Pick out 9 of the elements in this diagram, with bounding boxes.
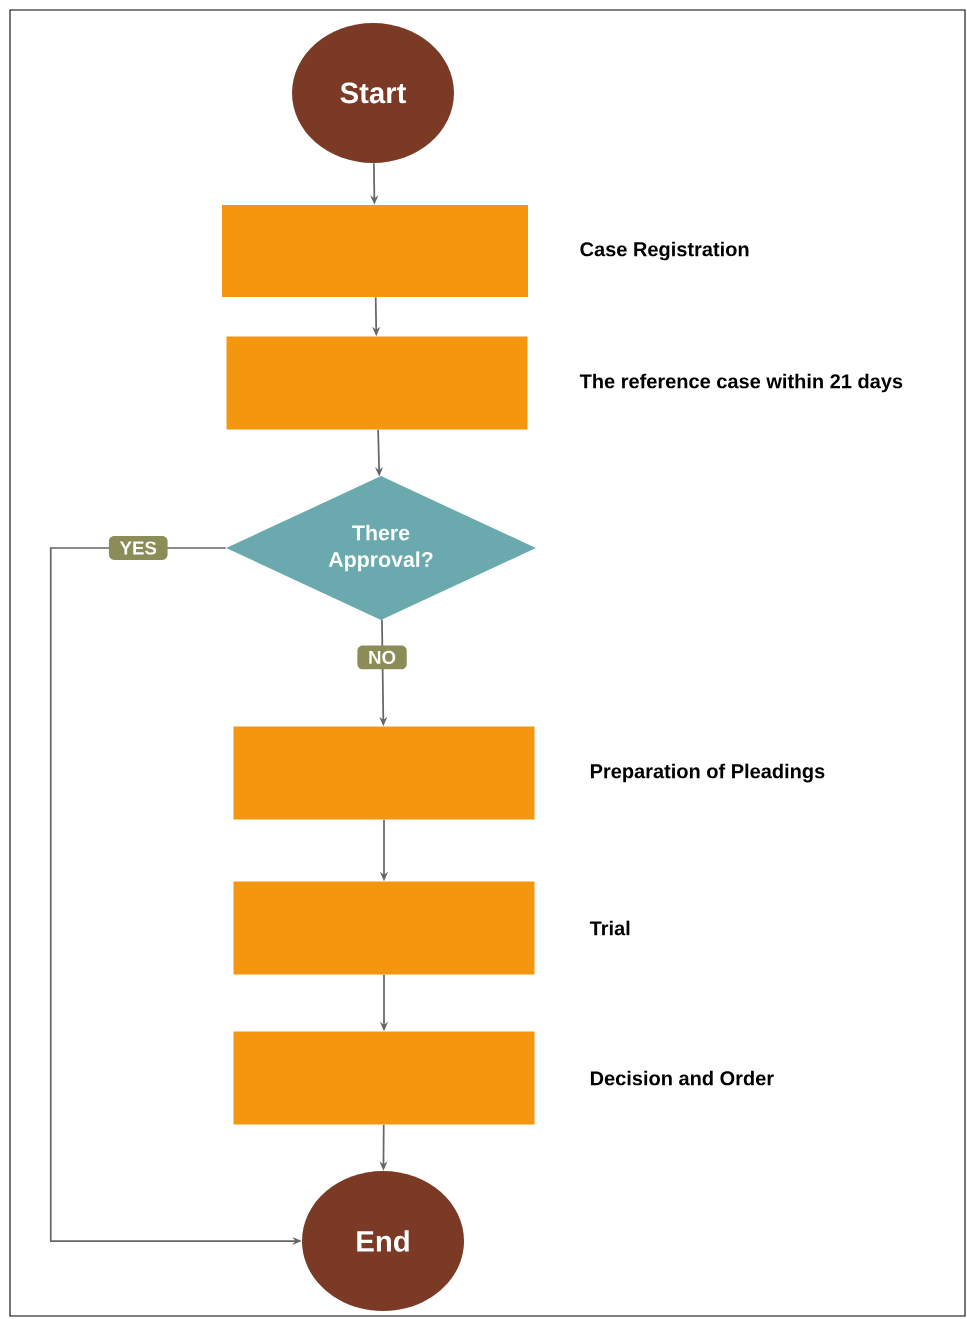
edge-label: NO bbox=[357, 645, 407, 670]
terminal-oval: End bbox=[302, 1171, 464, 1311]
step-label: Preparation of Pleadings bbox=[590, 763, 825, 783]
step-label: Decision and Order bbox=[590, 1070, 774, 1086]
step-label: The reference case within 21 days bbox=[579, 373, 903, 393]
edge-label: YES bbox=[108, 536, 168, 560]
step-label: Trial bbox=[589, 920, 630, 936]
step-label: Case Registration bbox=[580, 241, 749, 261]
terminal-oval: Start bbox=[292, 23, 454, 163]
